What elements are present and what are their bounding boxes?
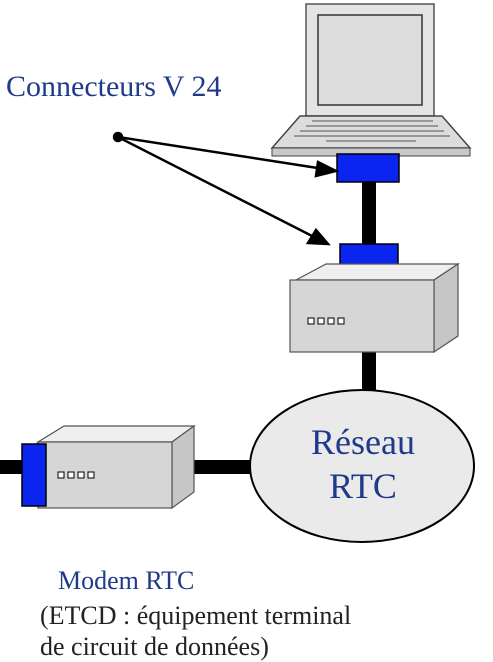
modem-title: Modem RTC bbox=[58, 566, 195, 595]
link-left-edge bbox=[0, 460, 24, 474]
link-network-modem-left bbox=[192, 460, 258, 474]
modem-right bbox=[289, 262, 460, 354]
v24-connector-left bbox=[21, 443, 47, 507]
network-label-line2: RTC bbox=[329, 466, 397, 506]
laptop-icon bbox=[270, 3, 472, 157]
connectors-label: Connecteurs V 24 bbox=[6, 70, 222, 103]
modem-description-line1: (ETCD : équipement terminal bbox=[40, 601, 352, 630]
v24-connector-top bbox=[336, 153, 400, 183]
modem-description-line2: de circuit de données) bbox=[40, 632, 269, 661]
modem-left bbox=[21, 424, 196, 510]
connector-arrows bbox=[112, 131, 340, 246]
network-label: Réseau RTC bbox=[258, 420, 468, 508]
network-cloud bbox=[249, 389, 475, 543]
modem-description: (ETCD : équipement terminal de circuit d… bbox=[40, 600, 351, 662]
link-computer-modem bbox=[362, 180, 376, 250]
network-label-line1: Réseau bbox=[311, 422, 415, 462]
